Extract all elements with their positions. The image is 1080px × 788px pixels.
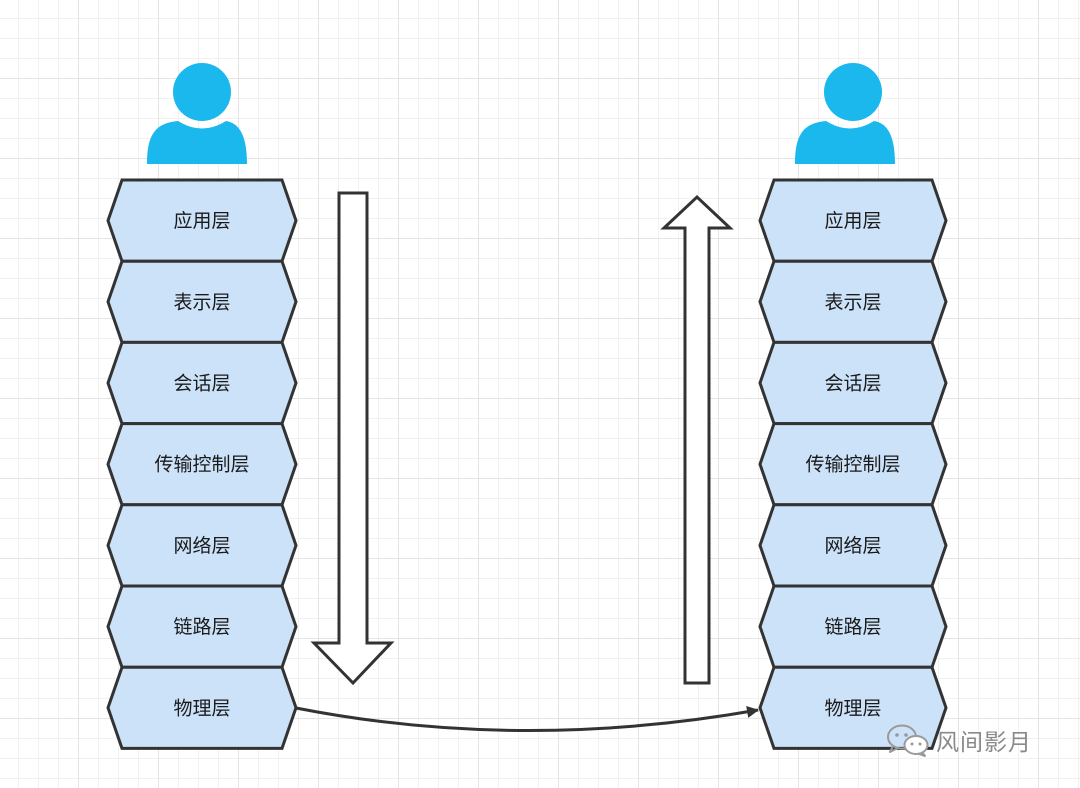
down-arrow-icon [310, 191, 395, 686]
right-layer-label: 会话层 [824, 373, 881, 395]
right-layer-3: 会话层 [758, 340, 948, 426]
left-layer-label: 传输控制层 [154, 454, 249, 476]
right-layer-label: 传输控制层 [805, 454, 900, 476]
physical-link-connector [295, 706, 759, 732]
left-layer-3: 会话层 [106, 340, 298, 426]
left-layer-4: 传输控制层 [106, 422, 298, 507]
right-layer-5: 网络层 [758, 503, 948, 588]
receiver-person-icon [795, 63, 895, 164]
right-layer-6: 链路层 [758, 584, 948, 669]
left-layer-label: 会话层 [173, 373, 230, 395]
right-layer-2: 表示层 [758, 259, 948, 344]
left-layer-label: 物理层 [173, 697, 230, 719]
left-layer-6: 链路层 [106, 584, 298, 669]
right-layer-label: 应用层 [824, 210, 881, 232]
right-layer-label: 网络层 [824, 535, 881, 557]
left-layer-label: 链路层 [173, 616, 230, 638]
watermark: 风间影月 [886, 722, 1032, 758]
right-layer-4: 传输控制层 [758, 422, 948, 507]
right-layer-7: 物理层 [758, 665, 948, 750]
left-layer-1: 应用层 [106, 178, 298, 263]
watermark-text: 风间影月 [936, 730, 1032, 756]
left-layer-label: 网络层 [173, 535, 230, 557]
right-layer-label: 表示层 [824, 291, 881, 313]
left-layer-7: 物理层 [106, 665, 298, 750]
right-layer-shape [758, 665, 948, 750]
up-arrow-icon [660, 194, 734, 685]
left-layer-2: 表示层 [106, 259, 298, 344]
left-layer-shape [106, 665, 298, 750]
left-layer-label: 表示层 [173, 291, 230, 313]
sender-person-icon [147, 63, 247, 164]
right-layer-label: 链路层 [824, 616, 881, 638]
left-layer-label: 应用层 [173, 210, 230, 232]
left-layer-5: 网络层 [106, 503, 298, 588]
right-layer-label: 物理层 [824, 697, 881, 719]
wechat-icon [887, 724, 929, 757]
right-layer-1: 应用层 [758, 178, 948, 263]
